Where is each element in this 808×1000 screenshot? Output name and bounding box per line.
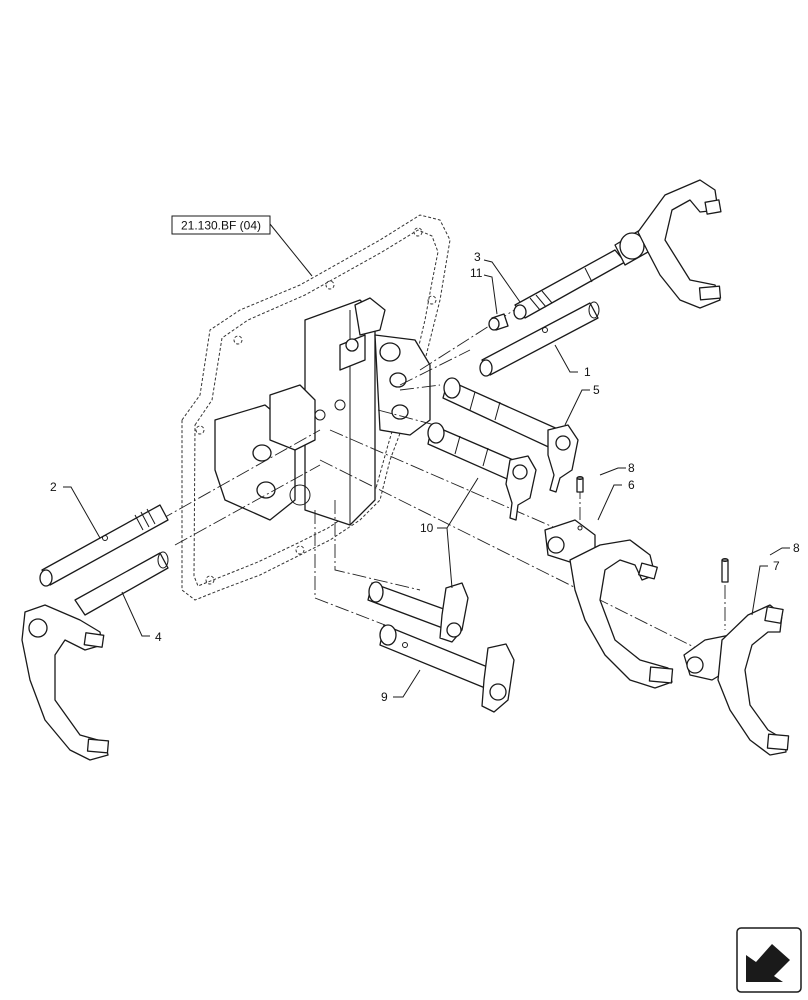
part-11-bushing bbox=[488, 313, 509, 331]
callout-labels: 1 2 3 4 5 6 7 8 8 9 10 11 bbox=[50, 250, 800, 704]
callout-4: 4 bbox=[155, 630, 162, 644]
part-10-lever-shaft bbox=[427, 422, 537, 521]
callout-3: 3 bbox=[474, 250, 481, 264]
callout-1: 1 bbox=[584, 365, 591, 379]
part-1-rod bbox=[479, 301, 600, 377]
callout-9: 9 bbox=[381, 690, 388, 704]
part-8-pin-upper bbox=[576, 476, 584, 493]
leader-lines bbox=[63, 223, 790, 698]
next-page-arrow-icon[interactable] bbox=[736, 927, 802, 993]
reference-tag-label: 21.130.BF (04) bbox=[181, 219, 261, 233]
callout-8-upper: 8 bbox=[628, 461, 635, 475]
part-3-fork-rail bbox=[513, 179, 722, 320]
part-6-fork bbox=[544, 519, 674, 689]
interlock-block bbox=[214, 297, 431, 526]
part-8-pin-lower bbox=[721, 558, 729, 583]
part-4-fork bbox=[21, 551, 169, 761]
center-lines bbox=[159, 299, 726, 651]
part-5-lever-shaft bbox=[442, 377, 579, 493]
callout-6: 6 bbox=[628, 478, 635, 492]
callout-10: 10 bbox=[420, 521, 434, 535]
part-10-lever-shaft-lower bbox=[367, 581, 469, 643]
callout-2: 2 bbox=[50, 480, 57, 494]
part-2-rail bbox=[39, 504, 169, 587]
part-7-fork bbox=[683, 604, 790, 756]
callout-8-lower: 8 bbox=[793, 541, 800, 555]
part-9-lever-shaft bbox=[379, 624, 515, 713]
callout-7: 7 bbox=[773, 559, 780, 573]
callout-11: 11 bbox=[470, 266, 483, 280]
reference-tag[interactable]: 21.130.BF (04) bbox=[171, 215, 271, 235]
callout-5: 5 bbox=[593, 383, 600, 397]
